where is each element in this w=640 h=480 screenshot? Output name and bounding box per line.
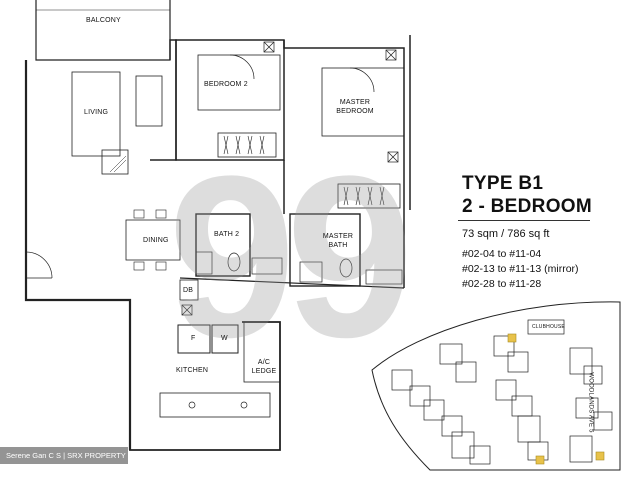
living-sofa-table xyxy=(71,71,121,157)
db-cabinet xyxy=(179,279,199,301)
dining-table xyxy=(125,219,181,261)
label-clubhouse: CLUBHOUSE xyxy=(532,324,565,330)
bedroom-2-outline xyxy=(175,39,285,161)
site-plan-outline xyxy=(371,301,621,471)
label-master-bath: MASTER BATH xyxy=(322,233,354,249)
label-kitchen: KITCHEN xyxy=(176,367,209,374)
label-dining: DINING xyxy=(143,237,169,244)
fridge-space xyxy=(177,324,211,354)
label-bedroom-2: BEDROOM 2 xyxy=(204,81,248,88)
label-ac-ledge: A/C LEDGE xyxy=(251,359,277,375)
balcony-outline xyxy=(35,0,171,61)
master-bath-toilet xyxy=(339,258,353,278)
unit-stack-2: #02-13 to #11-13 (mirror) xyxy=(462,263,579,275)
watermark-credit: Serene Gan C S | SRX PROPERTY xyxy=(0,447,128,464)
kitchen-counter xyxy=(159,392,271,418)
unit-area: 73 sqm / 786 sq ft xyxy=(462,228,550,240)
bath-2-outline xyxy=(195,213,251,277)
living-armchair xyxy=(101,149,129,175)
bedroom-2-bed xyxy=(197,54,281,111)
outer-wall-left xyxy=(24,60,132,450)
label-bath-2: BATH 2 xyxy=(214,231,240,238)
unit-stack-3: #02-28 to #11-28 xyxy=(462,278,542,290)
master-bed xyxy=(321,67,405,137)
bath-2-toilet xyxy=(227,252,241,272)
site-plan-blocks xyxy=(391,319,613,465)
label-master-bedroom: MASTER BEDROOM xyxy=(336,99,374,115)
ac-ledge-outline xyxy=(243,321,281,383)
label-living: LIVING xyxy=(84,109,109,116)
bedroom-2-wardrobe xyxy=(217,132,277,158)
label-db: DB xyxy=(183,287,194,294)
label-fridge: F xyxy=(191,335,196,342)
unit-stack-1: #02-04 to #11-04 xyxy=(462,248,542,260)
title-divider xyxy=(458,220,590,221)
label-balcony: BALCONY xyxy=(86,17,121,24)
label-washer: W xyxy=(221,335,228,342)
washer-space xyxy=(211,324,239,354)
unit-bedroom-count: 2 - BEDROOM xyxy=(462,196,592,217)
master-bath-outline xyxy=(289,213,361,287)
label-road: WOODLANDS AVE 5 xyxy=(587,372,594,433)
master-wardrobe xyxy=(337,183,401,209)
unit-type-title: TYPE B1 xyxy=(462,173,544,194)
living-sofa xyxy=(135,75,163,127)
